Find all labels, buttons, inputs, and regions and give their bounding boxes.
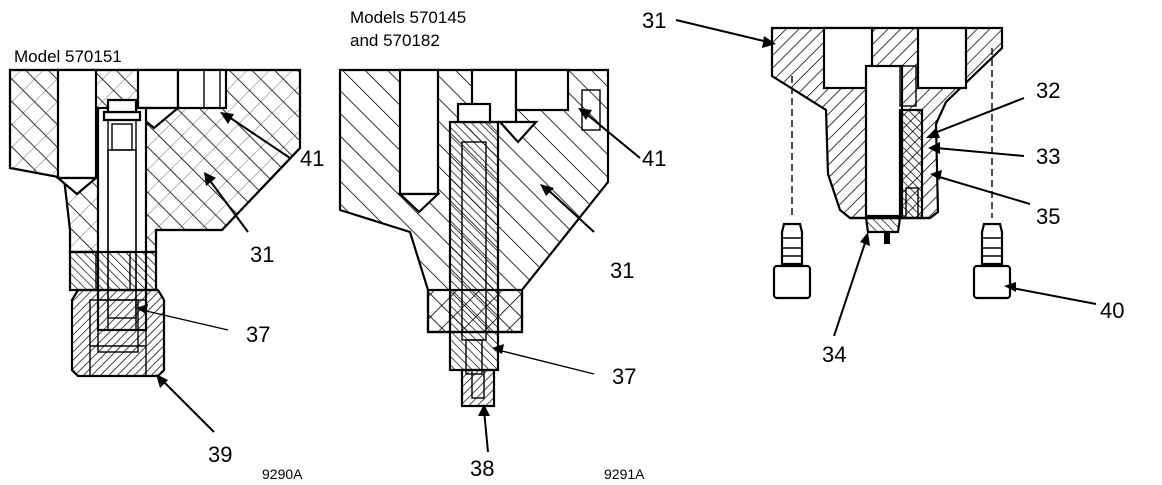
tube-part-37: [448, 102, 500, 375]
leader-39: [159, 377, 215, 433]
callout-41: 41: [300, 146, 324, 171]
housing-part-31: [8, 68, 302, 254]
view2-caption-line2: and 570182: [350, 31, 440, 50]
callout-34: 34: [822, 342, 846, 367]
callout-32: 32: [1036, 78, 1060, 103]
figure-id: 9290A: [262, 466, 303, 482]
sleeve: [68, 250, 158, 292]
housing-part-31: [770, 26, 1004, 220]
view-model-570151: Model 570151: [8, 47, 324, 482]
figure-id: 9291A: [604, 466, 645, 482]
callout-33: 33: [1036, 144, 1060, 169]
tip-part-34: [864, 216, 902, 244]
callout-31: 31: [642, 8, 666, 33]
tip-part-38: [460, 368, 496, 408]
leader-41a: [225, 114, 291, 159]
view-models-570145-570182: Models 570145 and 570182: [338, 8, 666, 482]
view2-caption-line1: Models 570145: [350, 8, 466, 27]
callout-41: 41: [642, 146, 666, 171]
leader-31a: [207, 177, 249, 233]
leader-37a: [141, 309, 229, 331]
view1-caption: Model 570151: [14, 47, 122, 66]
callout-37: 37: [612, 364, 636, 389]
callout-39: 39: [208, 442, 232, 467]
pin-part-32-33-35: [898, 108, 924, 220]
callout-37: 37: [246, 322, 270, 347]
callout-31: 31: [250, 242, 274, 267]
screw-left-part-40: [772, 76, 812, 300]
callout-31: 31: [610, 258, 634, 283]
callout-38: 38: [470, 456, 494, 481]
screw-right-part-40: [972, 48, 1012, 300]
callout-40: 40: [1100, 298, 1124, 323]
callout-35: 35: [1036, 204, 1060, 229]
view-exploded-assembly: 31 32 33 35 40 34: [642, 8, 1124, 367]
cap-nut-part-39: [70, 288, 166, 378]
